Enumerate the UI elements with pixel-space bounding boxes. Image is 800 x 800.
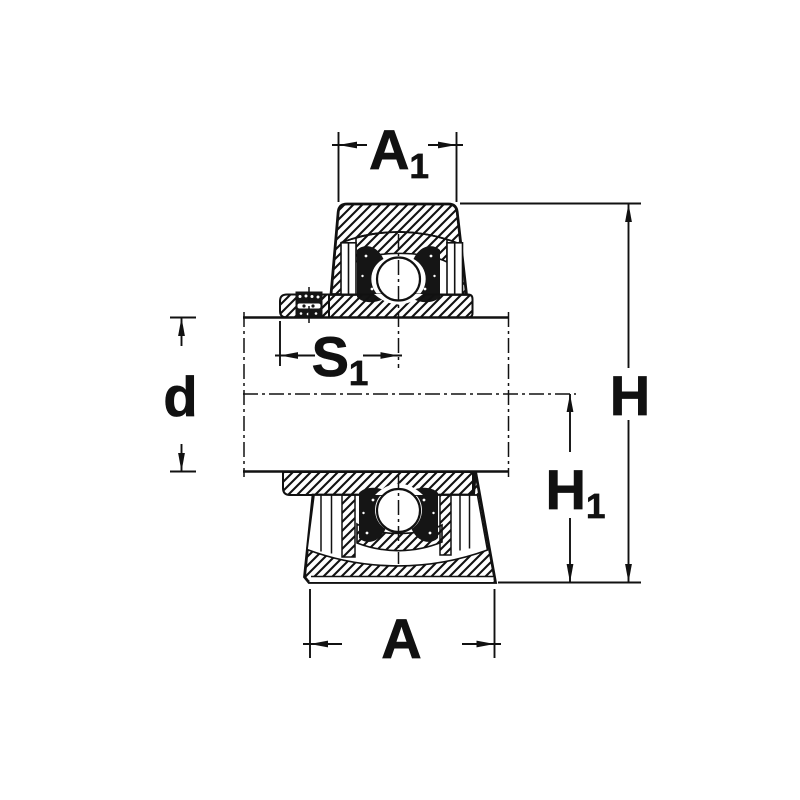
extension-lines [170,132,641,658]
dim-label-h: H [610,364,650,427]
dim-label-d: d [163,365,197,428]
centerlines [243,234,576,564]
lower-cage [359,487,438,542]
dimension-arrowheads [178,141,632,648]
dim-label-h1: H1 [546,458,606,526]
lower-housing-seat-strips [320,494,471,558]
dim-label-a: A [381,607,421,670]
base-plate [309,575,494,582]
upper-cage [357,246,440,303]
upper-seals [340,231,464,296]
dim-label-s1: S1 [312,325,369,393]
dim-label-a1: A1 [369,118,429,186]
